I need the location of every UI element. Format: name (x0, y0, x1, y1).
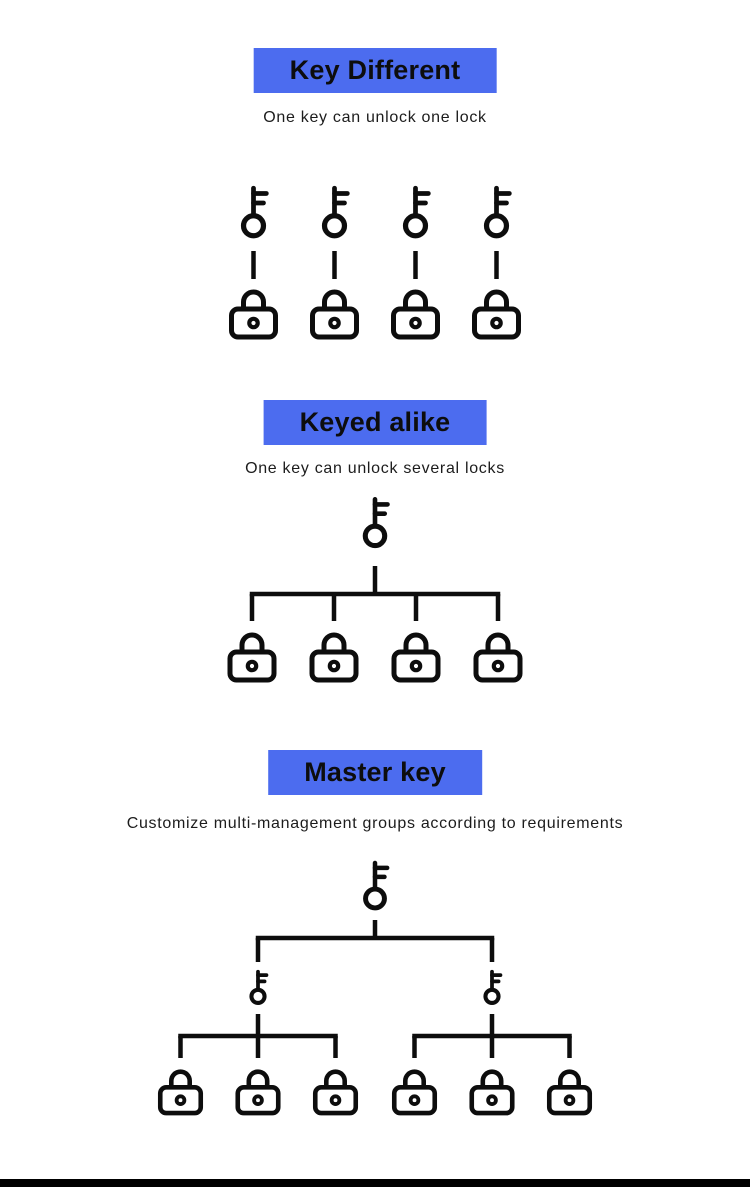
lock-icon (313, 292, 357, 337)
key-icon (244, 188, 267, 236)
lock-icon (475, 292, 519, 337)
footer-bar (0, 1179, 750, 1187)
lock-icon (232, 292, 276, 337)
section-title: Keyed alike (299, 407, 451, 437)
section-title-badge-key-different: Key Different (253, 48, 497, 93)
sub-key-icon (485, 972, 500, 1003)
lock-icon (160, 1072, 200, 1113)
lock-icon (238, 1072, 278, 1113)
key-different-diagram (0, 183, 750, 343)
key-icon (406, 188, 429, 236)
key-icon (325, 188, 348, 236)
sub-key-icon (251, 972, 266, 1003)
lock-icon (394, 1072, 434, 1113)
key-icon (365, 499, 387, 545)
master-key-diagram (0, 858, 750, 1120)
master-key-icon (366, 863, 388, 908)
lock-icon (315, 1072, 355, 1113)
lock-icon (472, 1072, 512, 1113)
keyed-alike-diagram (0, 494, 750, 686)
lock-icon (394, 635, 438, 680)
lock-icon (549, 1072, 589, 1113)
section-subtitle: Customize multi-management groups accord… (126, 815, 624, 832)
section-title-badge-master-key: Master key (268, 750, 482, 795)
lock-icon (476, 635, 520, 680)
section-title: Key Different (289, 55, 461, 85)
section-subtitle: One key can unlock several locks (245, 460, 505, 477)
section-title: Master key (304, 757, 446, 787)
lock-icon (230, 635, 274, 680)
section-title-badge-keyed-alike: Keyed alike (263, 400, 487, 445)
lock-icon (394, 292, 438, 337)
lock-icon (312, 635, 356, 680)
key-icon (487, 188, 510, 236)
section-subtitle: One key can unlock one lock (263, 109, 487, 126)
